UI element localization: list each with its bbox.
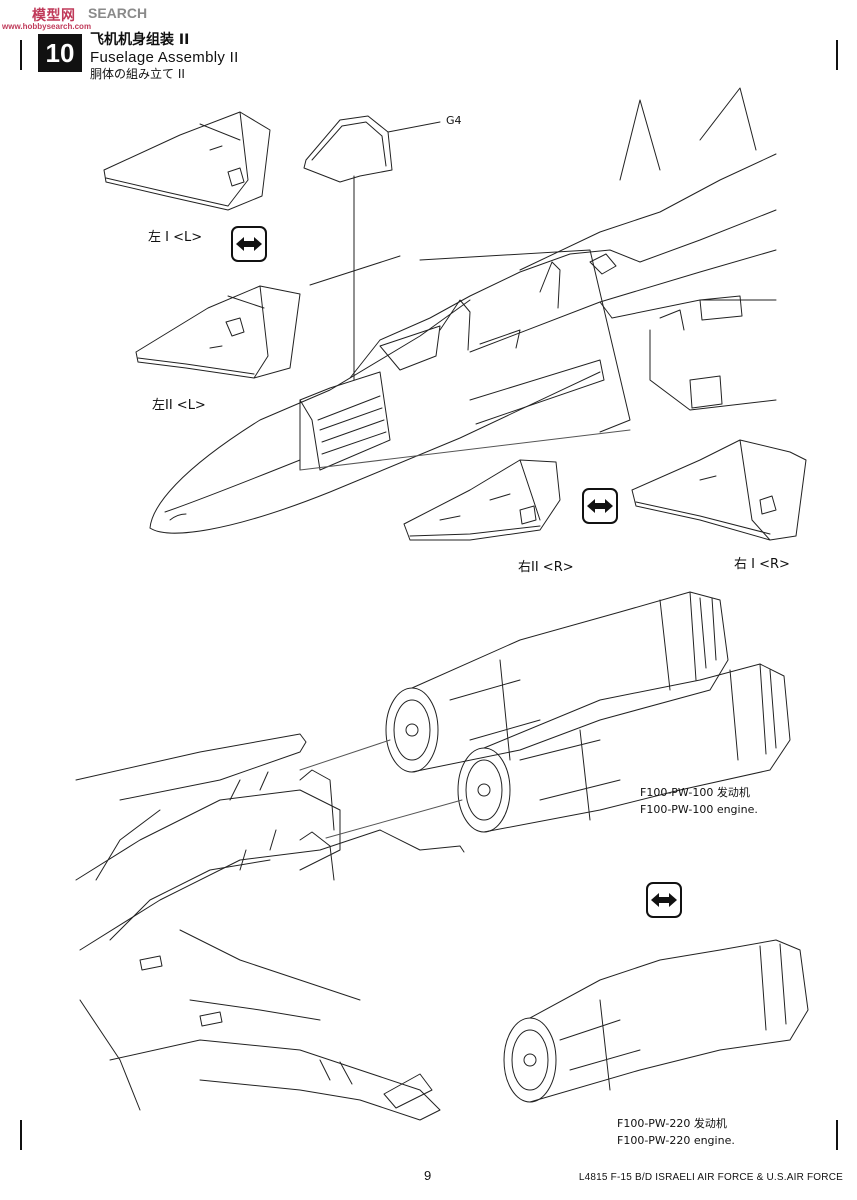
step-title-en: Fuselage Assembly II [90,49,239,67]
label-left-2: 左II <L> [152,398,206,413]
page-number: 9 [424,1168,432,1183]
caption-pw220-cn: F100-PW-220 发动机 [617,1117,727,1130]
swap-arrows-icon [582,488,618,524]
engine-pw100-front-drawing [457,663,791,833]
engine-pw220-drawing [503,939,809,1103]
crop-mark [20,40,22,70]
step-number-badge: 10 [38,34,82,72]
crop-mark [836,40,838,70]
leader-lines [299,429,631,839]
label-right-1: 右 I <R> [734,557,790,572]
fuselage-drawing [149,87,777,534]
watermark-brand: 模型网 [32,7,76,23]
label-left-1: 左 I <L> [148,230,203,245]
step-title-jp: 胴体の組み立て II [90,67,185,82]
part-label-g4: G4 [446,114,462,127]
caption-pw100-en: F100-PW-100 engine. [640,803,758,817]
swap-arrows-icon [646,882,682,918]
swap-arrows-icon [231,226,267,262]
step-title-cn: 飞机机身组装 II [90,32,190,48]
crop-mark [20,1120,22,1150]
step-title: 飞机机身组装 II Fuselage Assembly II 胴体の組み立て I… [90,32,239,82]
panel-right-1-drawing [631,439,807,541]
lower-airframe-drawing [75,733,465,1121]
caption-pw220-en: F100-PW-220 engine. [617,1134,735,1148]
canopy-g4-drawing [303,115,441,381]
label-right-2: 右II <R> [518,560,574,575]
engine-pw100-rear-drawing [385,591,729,773]
panel-left-2-drawing [135,285,301,379]
caption-pw100-cn: F100-PW-100 发动机 [640,786,750,799]
panel-left-1-drawing [103,111,271,211]
watermark-search: SEARCH [88,5,148,21]
panel-right-2-drawing [403,459,561,541]
watermark-url: www.hobbysearch.com [2,22,92,31]
caption-pw220: F100-PW-220 发动机 F100-PW-220 engine. [617,1115,735,1149]
watermark: 模型网 SEARCH www.hobbysearch.com [0,0,200,32]
crop-mark [836,1120,838,1150]
caption-pw100: F100-PW-100 发动机 F100-PW-100 engine. [640,784,758,818]
kit-title: L4815 F-15 B/D ISRAELI AIR FORCE & U.S.A… [578,1172,843,1183]
